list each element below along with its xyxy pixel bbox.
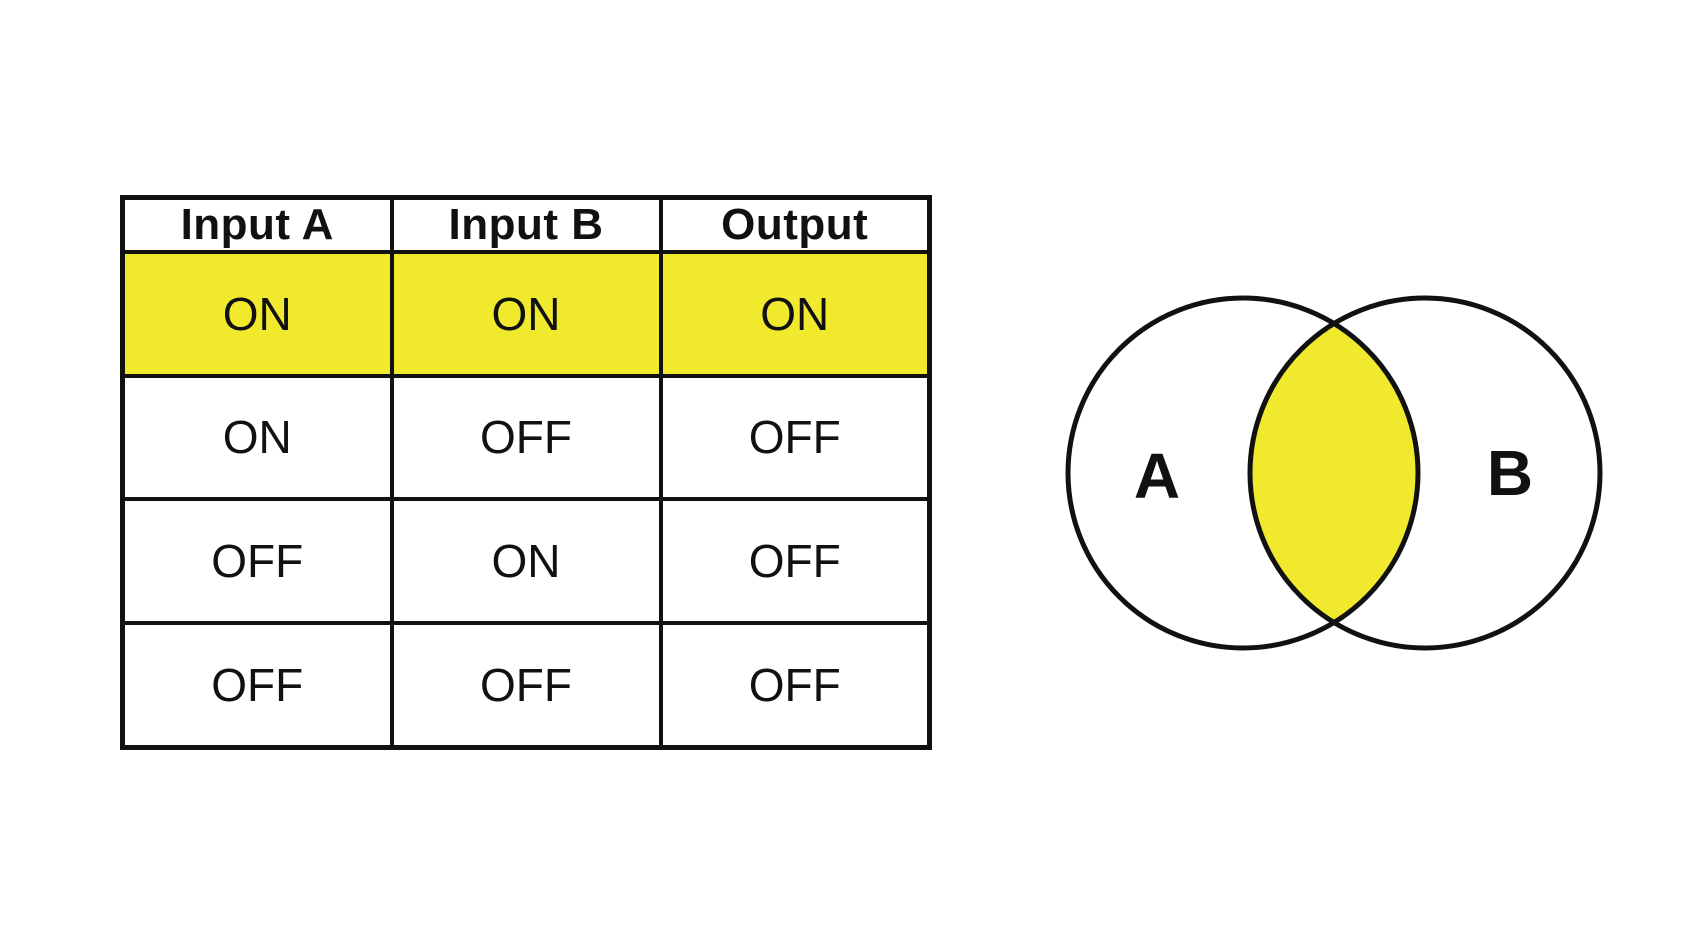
header-cell-input-b: Input B — [389, 195, 663, 254]
table-cell: OFF — [658, 620, 932, 750]
venn-label-a: A — [1133, 440, 1181, 512]
table-cell: ON — [389, 250, 663, 378]
table-cell: ON — [658, 250, 932, 378]
table-cell: OFF — [658, 497, 932, 625]
table-cell: ON — [120, 250, 394, 378]
table-header-row: Input A Input B Output — [120, 195, 932, 254]
venn-label-b: B — [1486, 437, 1534, 509]
venn-diagram: A B — [1020, 250, 1660, 700]
table-row: ON OFF OFF — [120, 373, 932, 502]
table-cell: OFF — [389, 373, 663, 502]
header-cell-input-a: Input A — [120, 195, 394, 254]
venn-intersection — [1249, 323, 1419, 623]
table-cell: ON — [120, 373, 394, 502]
table-row: OFF ON OFF — [120, 497, 932, 625]
venn-circle-a-outline — [1065, 295, 1421, 651]
table-row: ON ON ON — [120, 250, 932, 378]
table-cell: OFF — [120, 620, 394, 750]
venn-svg — [1065, 295, 1603, 651]
venn-circle-b-outline — [1247, 295, 1603, 651]
table-cell: ON — [389, 497, 663, 625]
header-cell-output: Output — [658, 195, 932, 254]
table-row: OFF OFF OFF — [120, 620, 932, 750]
table-cell: OFF — [658, 373, 932, 502]
table-cell: OFF — [389, 620, 663, 750]
table-cell: OFF — [120, 497, 394, 625]
truth-table: Input A Input B Output ON ON ON ON OFF O… — [120, 195, 932, 750]
